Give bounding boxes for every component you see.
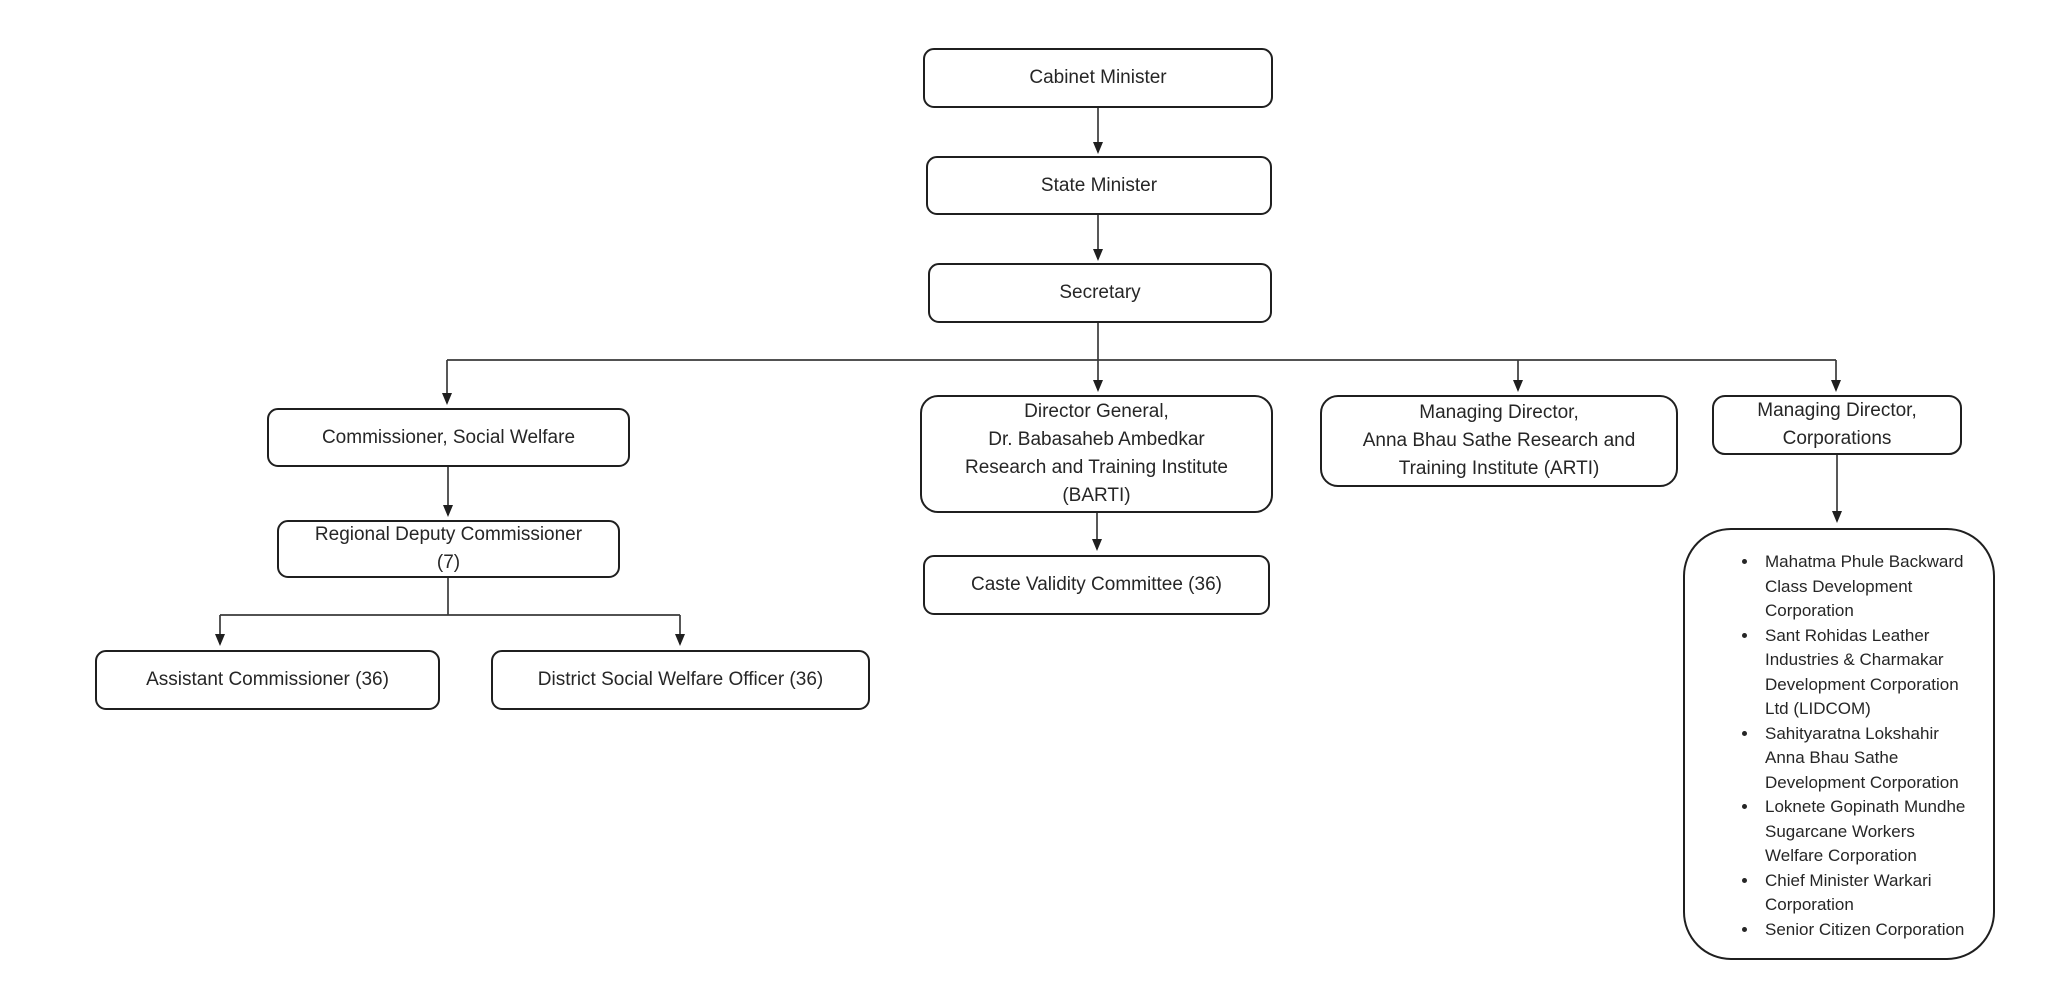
corporation-list-item: Chief Minister Warkari Corporation — [1759, 869, 1975, 918]
node-label-regional-deputy-commissioner: Regional Deputy Commissioner (7) — [314, 524, 583, 573]
node-district-social-welfare-officer: District Social Welfare Officer (36) — [491, 650, 870, 710]
node-label-secretary: Secretary — [1059, 282, 1141, 303]
corporations-list: Mahatma Phule Backward Class Development… — [1685, 550, 1979, 942]
node-secretary: Secretary — [928, 263, 1272, 323]
node-label-director-general-barti: Director General, Dr. Babasaheb Ambedkar… — [965, 401, 1228, 506]
corporation-list-item: Senior Citizen Corporation — [1759, 918, 1975, 943]
corporation-list-item: Loknete Gopinath Mundhe Sugarcane Worker… — [1759, 795, 1975, 869]
node-managing-director-arti: Managing Director, Anna Bhau Sathe Resea… — [1320, 395, 1678, 487]
node-managing-director-corporations: Managing Director, Corporations — [1712, 395, 1962, 455]
node-label-state-minister: State Minister — [1040, 174, 1158, 196]
corporations-list-box: Mahatma Phule Backward Class Development… — [1683, 528, 1995, 960]
corporation-list-item: Sant Rohidas Leather Industries & Charma… — [1759, 624, 1975, 722]
node-label-cabinet-minister: Cabinet Minister — [1029, 67, 1167, 88]
node-label-commissioner-social-welfare: Commissioner, Social Welfare — [321, 426, 576, 448]
node-label-district-social-welfare-officer: District Social Welfare Officer (36) — [537, 669, 824, 690]
node-regional-deputy-commissioner: Regional Deputy Commissioner (7) — [277, 520, 620, 578]
node-label-managing-director-arti: Managing Director, Anna Bhau Sathe Resea… — [1362, 402, 1636, 479]
corporation-list-item: Mahatma Phule Backward Class Development… — [1759, 550, 1975, 624]
node-caste-validity-committee: Caste Validity Committee (36) — [923, 555, 1270, 615]
node-cabinet-minister: Cabinet Minister — [923, 48, 1273, 108]
node-commissioner-social-welfare: Commissioner, Social Welfare — [267, 408, 630, 467]
node-state-minister: State Minister — [926, 156, 1272, 215]
node-label-assistant-commissioner: Assistant Commissioner (36) — [146, 669, 389, 690]
corporation-list-item: Sahityaratna Lokshahir Anna Bhau Sathe D… — [1759, 722, 1975, 796]
node-assistant-commissioner: Assistant Commissioner (36) — [95, 650, 440, 710]
node-label-caste-validity-committee: Caste Validity Committee (36) — [971, 574, 1222, 595]
node-label-managing-director-corporations: Managing Director, Corporations — [1757, 400, 1917, 449]
node-director-general-barti: Director General, Dr. Babasaheb Ambedkar… — [920, 395, 1273, 513]
